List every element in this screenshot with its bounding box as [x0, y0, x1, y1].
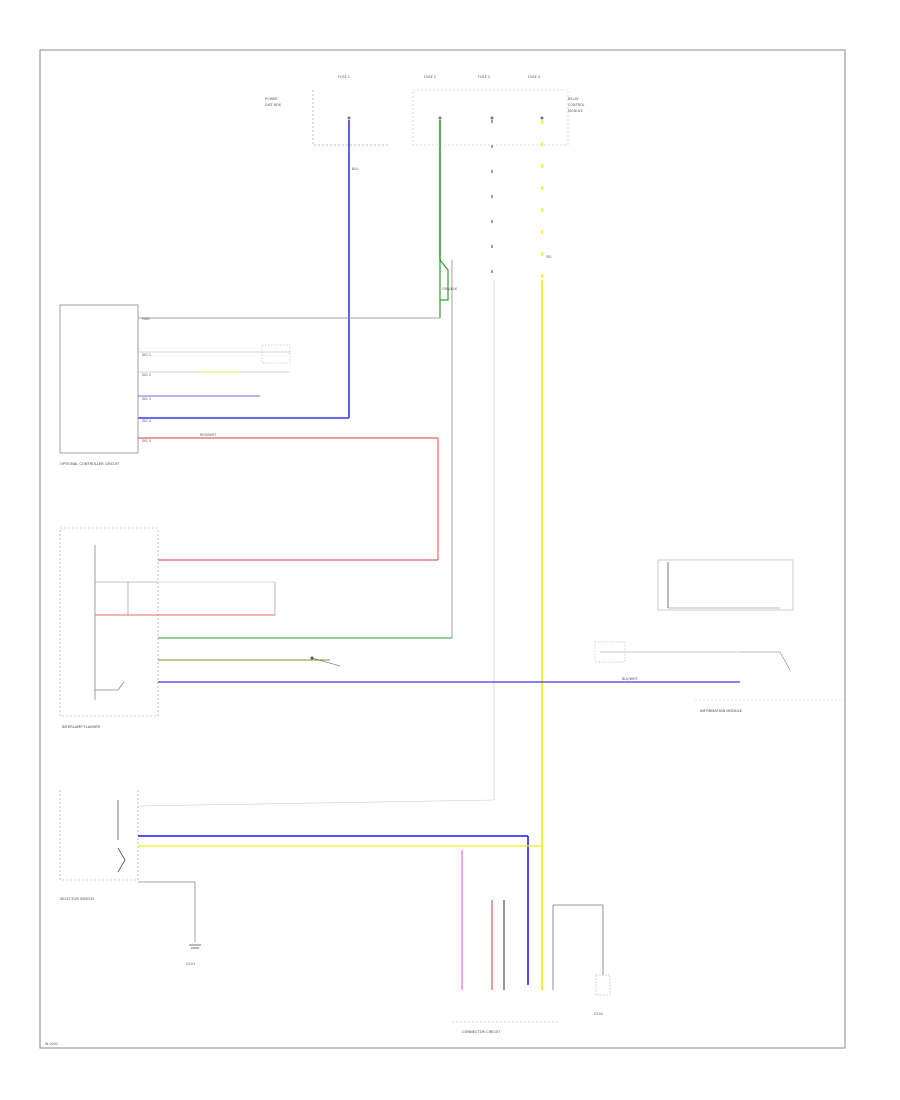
fuse-label-1: FUSE 1 [338, 75, 350, 79]
connector-label: CONNECTOR CIRCUIT [462, 1030, 501, 1034]
label-green-in: GRN/BLK [442, 287, 458, 291]
fuse-label-2: FUSE 2 [424, 75, 436, 79]
svg-text:CONTROL: CONTROL [568, 103, 585, 107]
svg-text:SIG 2: SIG 2 [142, 373, 151, 377]
label-red: RED/WHT [200, 433, 217, 437]
svg-text:DIST BOX: DIST BOX [265, 103, 282, 107]
svg-text:POWER: POWER [265, 97, 278, 101]
label-blue: BLU/WHT [622, 677, 639, 681]
svg-text:SIG 1: SIG 1 [142, 353, 151, 357]
svg-text:SIG 5: SIG 5 [142, 439, 151, 443]
svg-text:BLU: BLU [352, 167, 359, 171]
bottom-connector: G102 CONNECTOR CIRCUIT [452, 850, 611, 1034]
module-label: INFORMATION MODULE [700, 709, 743, 713]
controller-label: OPTIONAL CONTROLLER CIRCUIT [60, 462, 120, 466]
svg-text:SIG 3: SIG 3 [142, 397, 151, 401]
ground-right-label: G102 [594, 1012, 603, 1016]
top-fuse-block: FUSE 1 FUSE 2 FUSE 3 FUSE 4 POWER DIST B… [265, 75, 585, 146]
wire-red: RED/WHT [138, 433, 439, 561]
diagram-frame [39, 49, 846, 1049]
svg-text:PWR: PWR [142, 317, 150, 321]
optional-controller: OPTIONAL CONTROLLER CIRCUIT PWR SIG 1 SI… [59, 304, 291, 466]
svg-text:MODULE: MODULE [568, 109, 583, 113]
interlamp-flasher: INTERLAMP FLASHER [59, 527, 341, 729]
right-module: INFORMATION MODULE [594, 559, 845, 713]
fuse-label-4: FUSE 4 [528, 75, 540, 79]
flasher-label: INTERLAMP FLASHER [62, 725, 101, 729]
wire-gray-dashed [137, 120, 495, 807]
wire-green: GRN/BLK [138, 120, 458, 639]
selector-switch: SELECTOR SWITCH G101 [59, 790, 542, 985]
switch-label: SELECTOR SWITCH [60, 897, 94, 901]
wire-yellow: YEL [541, 120, 552, 990]
fuse-label-3: FUSE 3 [478, 75, 490, 79]
wire-blue-vertical: BLU [138, 120, 359, 419]
ground-left-label: G101 [186, 962, 195, 966]
svg-text:RELAY: RELAY [568, 97, 580, 101]
wire-blue-horizontal: BLU/WHT [158, 677, 740, 683]
label-yellow: YEL [546, 255, 552, 259]
svg-text:SIG 4: SIG 4 [142, 419, 151, 423]
diagram-code: W-0001 [45, 1042, 58, 1046]
